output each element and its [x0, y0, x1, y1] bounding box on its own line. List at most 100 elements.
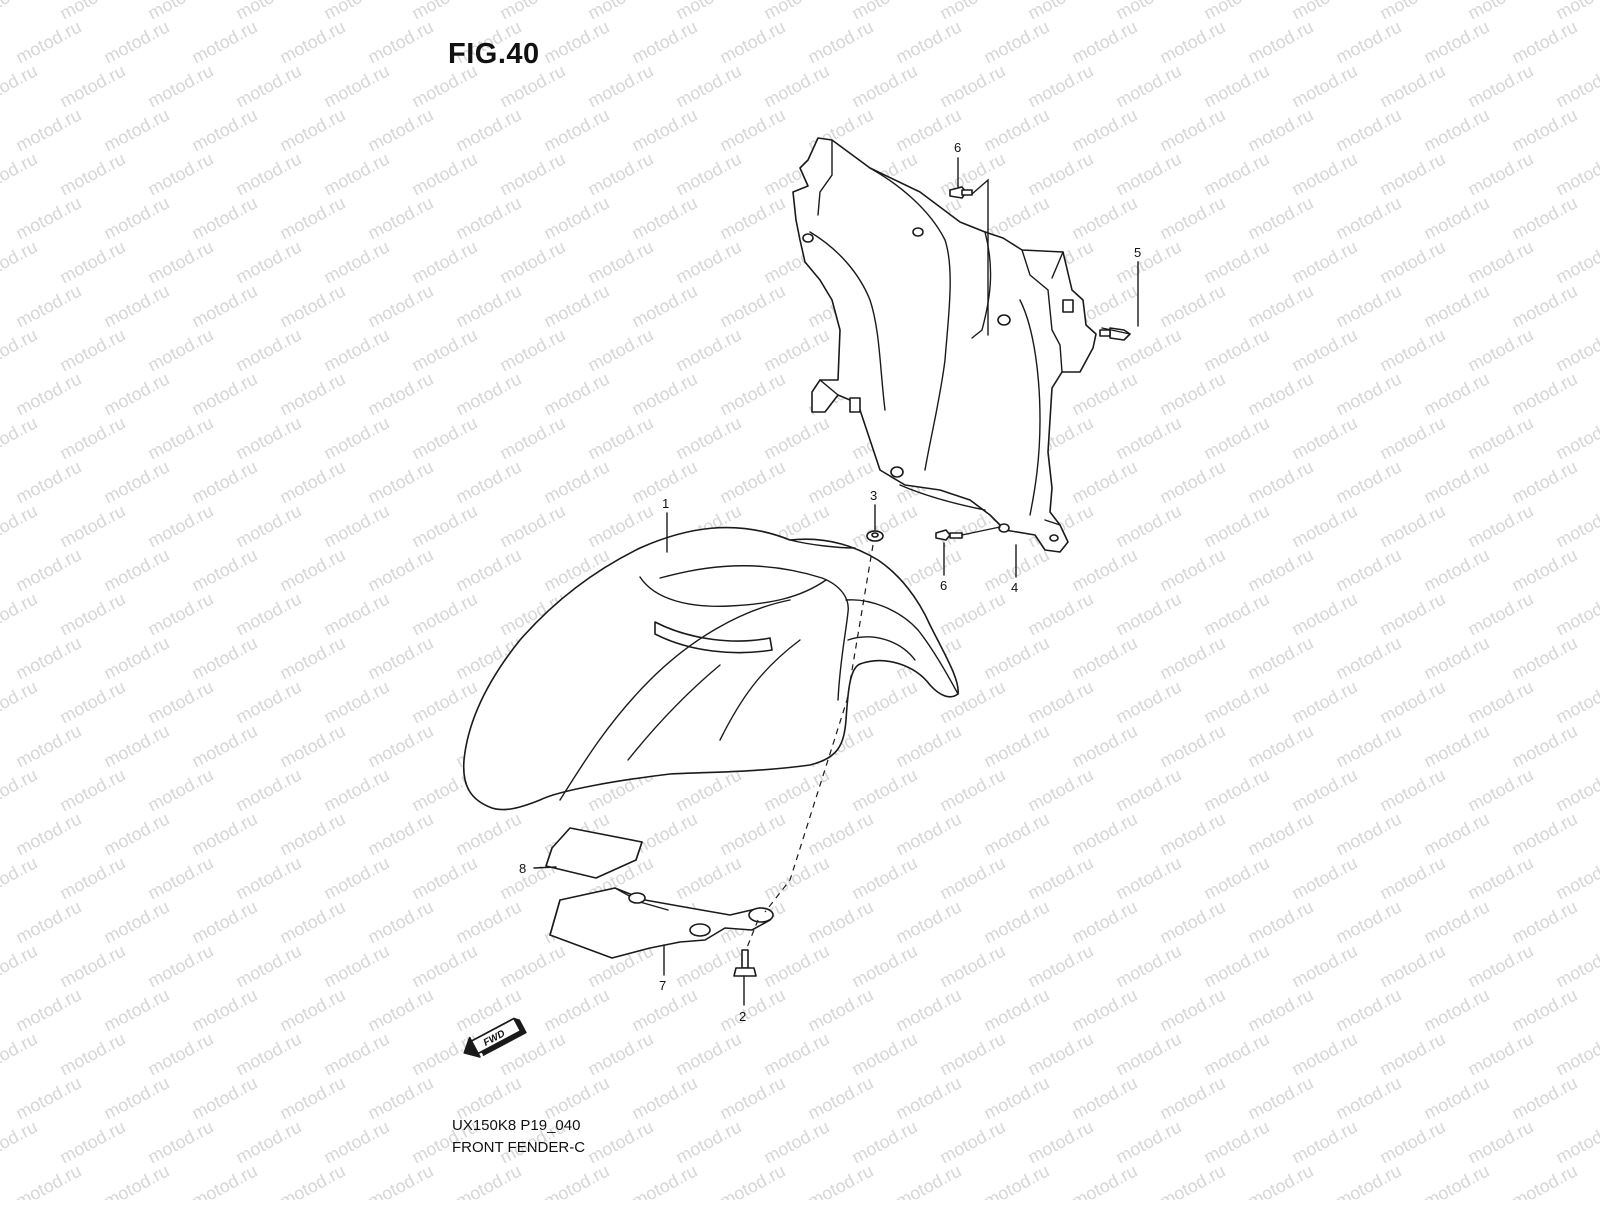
watermark-text: motod.ru — [1156, 1073, 1228, 1124]
watermark-text: motod.ru — [1024, 765, 1096, 816]
watermark-text: motod.ru — [408, 853, 480, 904]
watermark-text: motod.ru — [1332, 105, 1404, 156]
watermark-text: motod.ru — [144, 501, 216, 552]
watermark-text: motod.ru — [144, 237, 216, 288]
watermark-text: motod.ru — [452, 809, 524, 860]
watermark-text: motod.ru — [1288, 853, 1360, 904]
watermark-text: motod.ru — [100, 1073, 172, 1124]
watermark-text: motod.ru — [804, 897, 876, 948]
watermark-text: motod.ru — [1596, 545, 1600, 596]
watermark-text: motod.ru — [188, 1161, 260, 1200]
watermark-text: motod.ru — [188, 281, 260, 332]
watermark-text: motod.ru — [1552, 941, 1600, 992]
watermark-text: motod.ru — [1332, 721, 1404, 772]
watermark-text: motod.ru — [100, 545, 172, 596]
watermark-text: motod.ru — [1464, 501, 1536, 552]
watermark-text: motod.ru — [1200, 237, 1272, 288]
watermark-text: motod.ru — [188, 369, 260, 420]
watermark-text: motod.ru — [12, 721, 84, 772]
watermark-text: motod.ru — [408, 589, 480, 640]
watermark-text: motod.ru — [848, 853, 920, 904]
watermark-text: motod.ru — [804, 17, 876, 68]
watermark-text: motod.ru — [1464, 677, 1536, 728]
watermark-text: motod.ru — [1508, 633, 1580, 684]
watermark-text: motod.ru — [716, 17, 788, 68]
watermark-text: motod.ru — [760, 325, 832, 376]
watermark-text: motod.ru — [760, 1117, 832, 1168]
watermark-text: motod.ru — [12, 1073, 84, 1124]
watermark-text: motod.ru — [980, 1073, 1052, 1124]
watermark-text: motod.ru — [1420, 897, 1492, 948]
watermark-text: motod.ru — [1552, 1029, 1600, 1080]
watermark-text: motod.ru — [892, 721, 964, 772]
watermark-text: motod.ru — [1376, 1029, 1448, 1080]
watermark-text: motod.ru — [276, 897, 348, 948]
watermark-text: motod.ru — [1332, 193, 1404, 244]
watermark-text: motod.ru — [12, 545, 84, 596]
callout-2: 2 — [739, 1009, 746, 1024]
watermark-text: motod.ru — [408, 677, 480, 728]
watermark-text: motod.ru — [760, 413, 832, 464]
watermark-text: motod.ru — [584, 61, 656, 112]
watermark-text: motod.ru — [1508, 457, 1580, 508]
watermark-text: motod.ru — [672, 237, 744, 288]
watermark-text: motod.ru — [1420, 105, 1492, 156]
watermark-text: motod.ru — [1288, 677, 1360, 728]
watermark-text: motod.ru — [1332, 545, 1404, 596]
watermark-text: motod.ru — [1596, 985, 1600, 1036]
watermark-text: motod.ru — [1376, 325, 1448, 376]
watermark-text: motod.ru — [276, 633, 348, 684]
watermark-text: motod.ru — [980, 809, 1052, 860]
watermark-text: motod.ru — [1068, 457, 1140, 508]
watermark-text: motod.ru — [1376, 765, 1448, 816]
leader-lines — [533, 157, 1139, 1006]
watermark-text: motod.ru — [188, 545, 260, 596]
watermark-text: motod.ru — [936, 1117, 1008, 1168]
watermark-text: motod.ru — [0, 413, 41, 464]
watermark-text: motod.ru — [1420, 457, 1492, 508]
watermark-text: motod.ru — [1332, 809, 1404, 860]
watermark-text: motod.ru — [1508, 985, 1580, 1036]
watermark-text: motod.ru — [276, 545, 348, 596]
watermark-text: motod.ru — [12, 193, 84, 244]
watermark-text: motod.ru — [1200, 325, 1272, 376]
front-fender-part-1 — [462, 526, 959, 811]
watermark-text: motod.ru — [364, 633, 436, 684]
watermark-text: motod.ru — [1068, 193, 1140, 244]
watermark-text: motod.ru — [1244, 1161, 1316, 1200]
watermark-text: motod.ru — [672, 325, 744, 376]
protector-part-7 — [549, 887, 774, 959]
watermark-text: motod.ru — [100, 633, 172, 684]
watermark-text: motod.ru — [452, 1161, 524, 1200]
watermark-text: motod.ru — [1024, 149, 1096, 200]
watermark-text: motod.ru — [56, 853, 128, 904]
watermark-text: motod.ru — [232, 765, 304, 816]
watermark-text: motod.ru — [980, 897, 1052, 948]
watermark-text: motod.ru — [56, 501, 128, 552]
watermark-text: motod.ru — [320, 765, 392, 816]
watermark-text: motod.ru — [1552, 61, 1600, 112]
watermark-text: motod.ru — [1596, 633, 1600, 684]
watermark-text: motod.ru — [144, 1117, 216, 1168]
watermark-text: motod.ru — [1024, 1029, 1096, 1080]
watermark-text: motod.ru — [1244, 897, 1316, 948]
watermark-text: motod.ru — [1376, 413, 1448, 464]
callout-3: 3 — [870, 488, 877, 503]
watermark-text: motod.ru — [12, 897, 84, 948]
callout-4: 4 — [1011, 580, 1018, 595]
watermark-text: motod.ru — [276, 721, 348, 772]
watermark-text: motod.ru — [584, 501, 656, 552]
watermark-text: motod.ru — [452, 457, 524, 508]
watermark-text: motod.ru — [1068, 545, 1140, 596]
watermark-text: motod.ru — [1552, 677, 1600, 728]
watermark-text: motod.ru — [1420, 633, 1492, 684]
watermark-text: motod.ru — [716, 105, 788, 156]
watermark-text: motod.ru — [408, 941, 480, 992]
watermark-text: motod.ru — [100, 457, 172, 508]
watermark-text: motod.ru — [56, 61, 128, 112]
watermark-text: motod.ru — [1596, 897, 1600, 948]
watermark-text: motod.ru — [1200, 677, 1272, 728]
watermark-text: motod.ru — [320, 853, 392, 904]
watermark-text: motod.ru — [452, 897, 524, 948]
